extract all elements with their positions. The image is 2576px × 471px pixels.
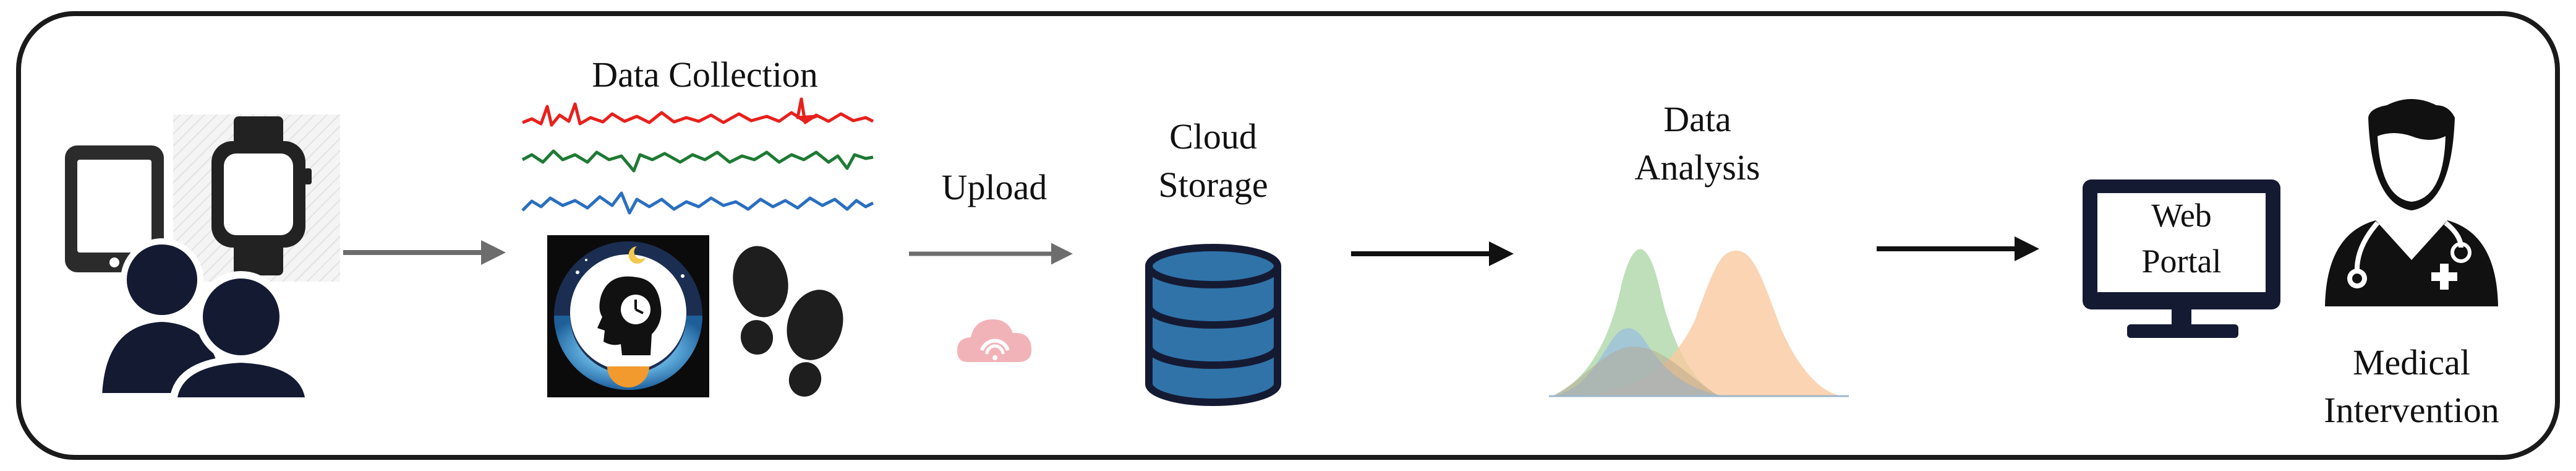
sleep-clock-icon: [547, 235, 709, 397]
label-data-analysis-line2: Analysis: [1635, 147, 1760, 188]
signal-trace-red: [522, 97, 874, 127]
monitor-icon: [2083, 179, 2280, 338]
signal-trace-blue: [521, 191, 874, 215]
label-web-portal-line2: Portal: [2142, 243, 2222, 280]
curve-overlap: [1552, 347, 1719, 396]
wifi-cloud-icon: [957, 319, 1032, 362]
label-cloud-storage-line1: Cloud: [1169, 116, 1257, 157]
footprints-icon: [733, 246, 843, 397]
smartwatch-icon: [211, 116, 312, 275]
label-medical-line2: Intervention: [2324, 390, 2499, 430]
database-icon: [1145, 244, 1281, 406]
doctor-icon: [2325, 99, 2498, 306]
devices-and-users-group: [65, 115, 340, 405]
curve-blue: [1552, 328, 1725, 396]
label-cloud-storage-line2: Storage: [1158, 165, 1268, 205]
curve-orange: [1558, 251, 1846, 396]
distribution-curves: [1549, 249, 1849, 397]
data-collection-group: Data Collection: [521, 54, 874, 397]
label-medical-line1: Medical: [2353, 342, 2470, 382]
signal-traces: [521, 97, 874, 215]
signal-trace-green: [521, 149, 874, 173]
users-icon: [95, 238, 313, 405]
tablet-icon: [65, 145, 164, 272]
label-upload: Upload: [942, 167, 1047, 207]
label-data-analysis-line1: Data: [1663, 99, 1731, 139]
label-web-portal-line1: Web: [2151, 197, 2212, 234]
label-data-collection: Data Collection: [592, 54, 818, 95]
